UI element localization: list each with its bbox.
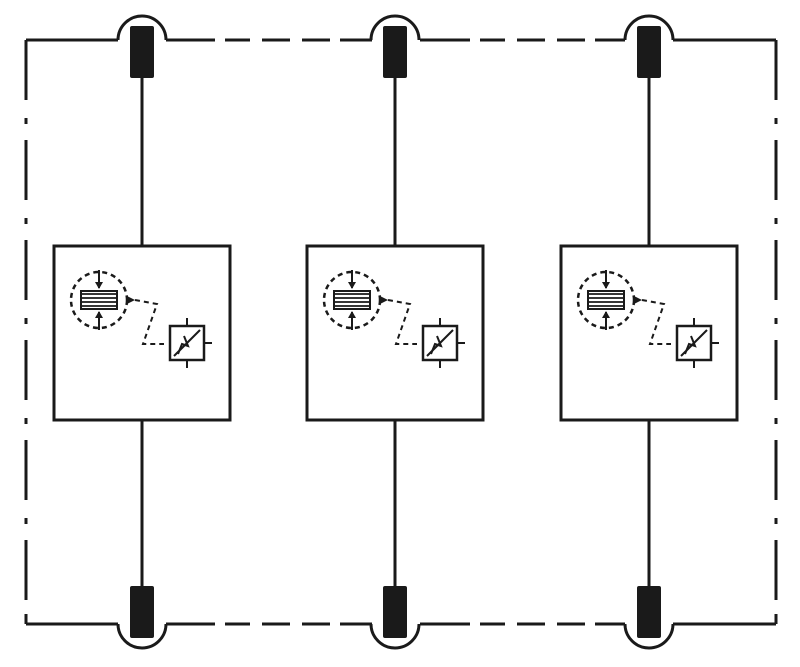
arrow-head-down-icon	[602, 282, 610, 289]
module-2	[305, 26, 485, 638]
varistor-bar	[587, 290, 625, 310]
top-terminal-block	[383, 26, 407, 78]
dashed-link	[641, 299, 671, 345]
thermal-disconnector-icon	[675, 318, 719, 368]
lightning-glyph	[684, 335, 697, 355]
varistor-icon	[576, 270, 642, 330]
arrow-head-up-icon	[95, 311, 103, 318]
lightning-glyph	[177, 335, 190, 355]
arrow-head-up-icon	[348, 311, 356, 318]
module-3	[559, 26, 739, 638]
lightning-glyph	[430, 335, 443, 355]
module-box	[305, 244, 485, 422]
poles-group	[52, 26, 739, 638]
top-terminal-block	[637, 26, 661, 78]
arrow-head-down-icon	[348, 282, 356, 289]
arrow-head-down-icon	[95, 282, 103, 289]
terminal-bump	[623, 623, 675, 650]
module-1	[52, 26, 232, 638]
thermal-arrow-icon	[380, 296, 388, 304]
varistor-bar	[333, 290, 371, 310]
module-box	[559, 244, 739, 422]
terminal-bump	[623, 14, 675, 41]
dashed-link	[387, 299, 417, 345]
terminal-bump	[369, 14, 421, 41]
enclosure-frame	[24, 14, 778, 650]
thermal-disconnector-icon	[168, 318, 212, 368]
thermal-arrow-icon	[127, 296, 135, 304]
module-box	[52, 244, 232, 422]
terminal-bump	[369, 623, 421, 650]
thermal-arrow-icon	[634, 296, 642, 304]
thermal-disconnector-icon	[421, 318, 465, 368]
dashed-link	[134, 299, 164, 345]
varistor-icon	[322, 270, 388, 330]
terminal-bump	[116, 623, 168, 650]
bottom-terminal-block	[637, 586, 661, 638]
top-terminal-block	[130, 26, 154, 78]
varistor-icon	[69, 270, 135, 330]
bottom-terminal-block	[383, 586, 407, 638]
varistor-bar	[80, 290, 118, 310]
bottom-terminal-block	[130, 586, 154, 638]
terminal-bump	[116, 14, 168, 41]
arrow-head-up-icon	[602, 311, 610, 318]
